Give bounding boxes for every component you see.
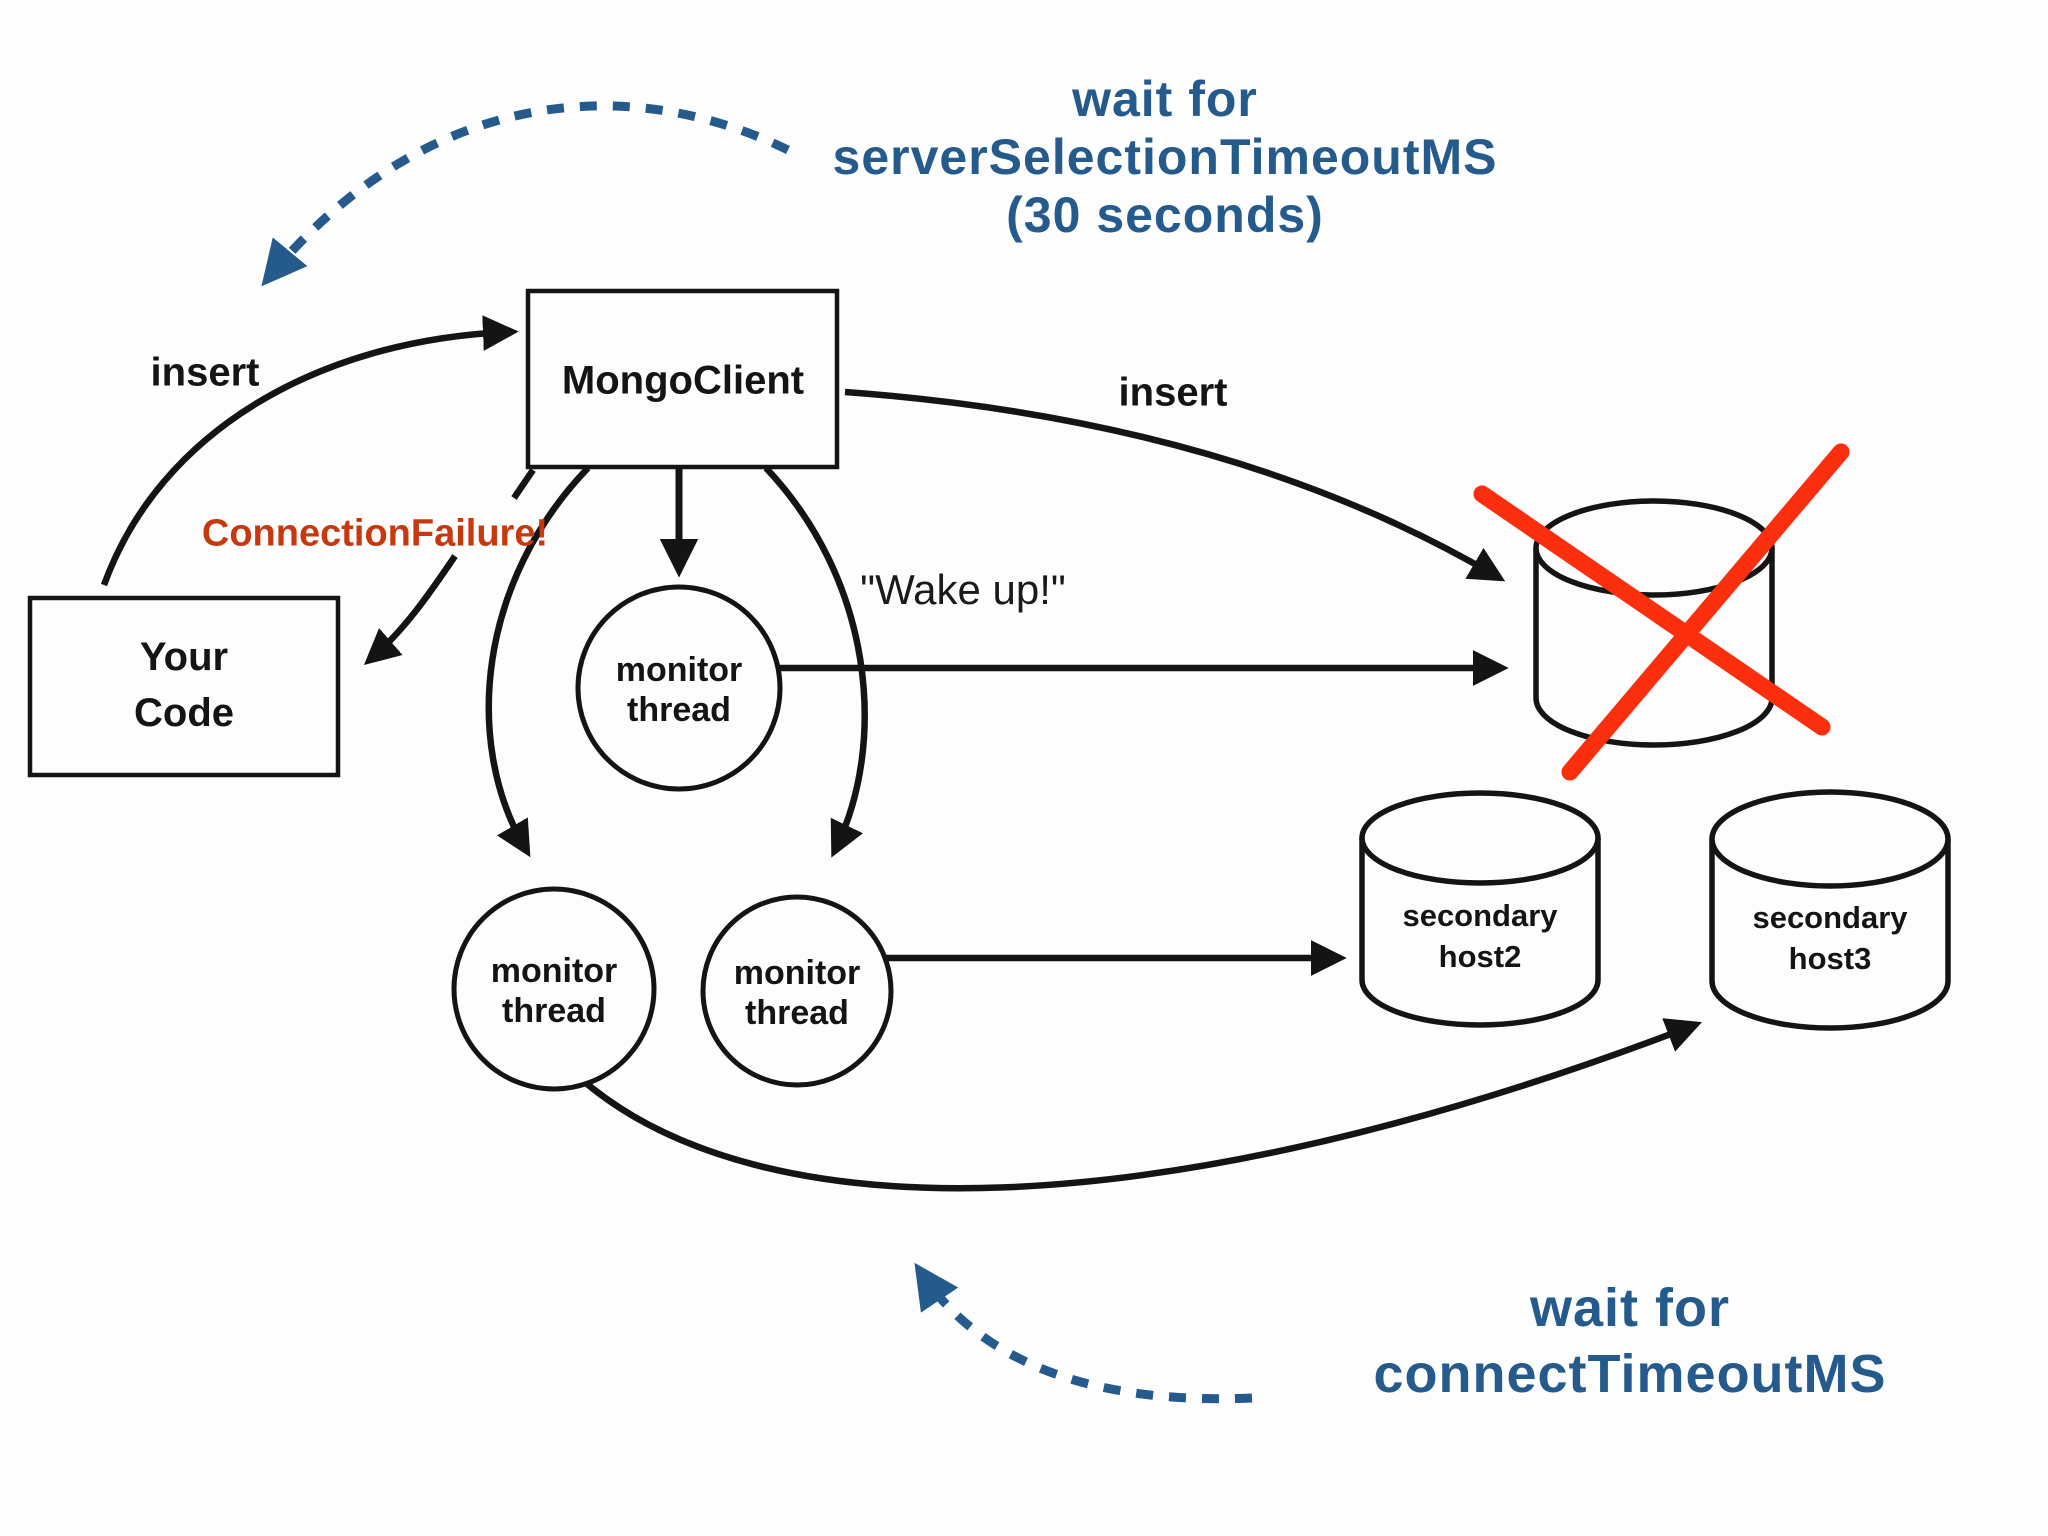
host-line: host2 bbox=[1438, 939, 1522, 974]
monitor-thread-2-label: monitor thread bbox=[491, 951, 618, 1031]
host-line: host3 bbox=[1788, 941, 1872, 976]
connection-failure-arrow-stub bbox=[511, 468, 536, 500]
connect-timeout-dashed-arrow bbox=[914, 1262, 1253, 1404]
secondary-host2-label: secondary host2 bbox=[1402, 895, 1557, 977]
monitor-line: thread bbox=[627, 691, 731, 729]
insert-label-left: insert bbox=[150, 350, 260, 395]
your-code-line: Code bbox=[134, 691, 234, 735]
server-selection-timeout-dashed-arrow bbox=[261, 101, 790, 287]
monitor2-to-host3-arrow bbox=[577, 1018, 1703, 1192]
monitor-line: thread bbox=[502, 992, 606, 1030]
connect-timeout-note: wait for connectTimeoutMS bbox=[1373, 1275, 1886, 1407]
insert-label-right: insert bbox=[1118, 370, 1228, 415]
mongoclient-to-monitor2-arrow bbox=[485, 465, 591, 858]
connection-failure-label: ConnectionFailure! bbox=[201, 512, 549, 555]
insert-arrow-your-code-to-mongoclient bbox=[100, 315, 519, 587]
note-line: connectTimeoutMS bbox=[1373, 1344, 1887, 1404]
monitor-thread-1-circle bbox=[575, 584, 783, 792]
your-code-label: Your Code bbox=[134, 629, 234, 741]
secondary-host3-label: secondary host3 bbox=[1752, 897, 1907, 979]
primary-host-cylinder bbox=[1533, 498, 1775, 748]
host-line: secondary bbox=[1402, 898, 1558, 933]
monitor-thread-1-label: monitor thread bbox=[616, 650, 743, 730]
monitor-line: thread bbox=[745, 994, 849, 1032]
server-selection-timeout-note: wait for serverSelectionTimeoutMS (30 se… bbox=[833, 70, 1498, 244]
note-line: wait for bbox=[1529, 1278, 1730, 1338]
host-line: secondary bbox=[1752, 900, 1908, 935]
your-code-line: Your bbox=[139, 635, 229, 679]
secondary-host3-cylinder bbox=[1709, 789, 1951, 1031]
your-code-box bbox=[27, 595, 341, 778]
connection-failure-arrow bbox=[363, 554, 458, 666]
mongoclient-box bbox=[525, 288, 840, 470]
mongoclient-label: MongoClient bbox=[561, 358, 805, 403]
note-line: wait for bbox=[1072, 71, 1258, 127]
mongoclient-to-monitor3-arrow bbox=[763, 465, 868, 858]
secondary-host2-cylinder bbox=[1359, 790, 1601, 1028]
wake-up-label: "Wake up!" bbox=[860, 566, 1066, 614]
monitor-thread-3-label: monitor thread bbox=[734, 953, 861, 1033]
insert-arrow-mongoclient-to-primary bbox=[844, 388, 1506, 582]
monitor-line: monitor bbox=[733, 954, 861, 992]
crossed-out-x-icon bbox=[1473, 443, 1850, 781]
monitor-thread-3-circle bbox=[700, 894, 894, 1088]
monitor-thread-2-circle bbox=[451, 886, 657, 1092]
monitor-line: monitor bbox=[615, 651, 743, 689]
note-line: (30 seconds) bbox=[1006, 187, 1324, 243]
note-line: serverSelectionTimeoutMS bbox=[832, 129, 1498, 185]
monitor-line: monitor bbox=[490, 952, 618, 990]
